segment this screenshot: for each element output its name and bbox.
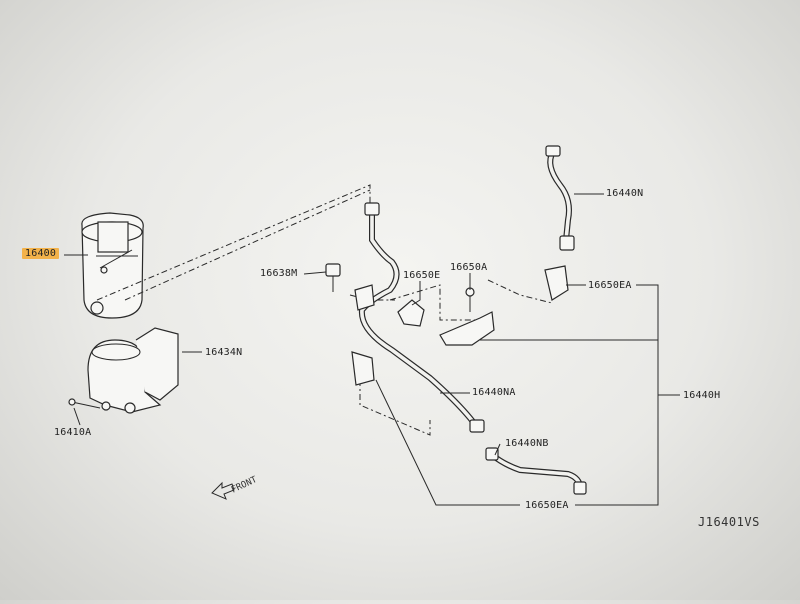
label-16650EA-top: 16650EA: [588, 280, 632, 291]
label-16440N: 16440N: [606, 188, 644, 199]
label-16650A: 16650A: [450, 262, 488, 273]
label-16440H: 16440H: [683, 390, 721, 401]
bracket-16650A: [439, 287, 495, 346]
label-16440NA: 16440NA: [472, 387, 516, 398]
sensor-16638M: [325, 263, 341, 292]
label-16440NB: 16440NB: [505, 438, 549, 449]
fuel-filter-assembly: [81, 212, 144, 319]
label-16400: 16400: [22, 248, 60, 259]
label-16638M: 16638M: [260, 268, 298, 279]
diagram-id: J16401VS: [698, 515, 760, 529]
clamp-16650E: [397, 299, 425, 327]
front-arrow-icon: [211, 481, 235, 500]
label-16650EA-bottom: 16650EA: [525, 500, 569, 511]
hose-16440NB: [485, 447, 587, 495]
hose-16440N: [544, 145, 575, 301]
hose-16440NA: [351, 202, 485, 433]
label-16410A: 16410A: [54, 427, 92, 438]
filter-bracket: [87, 327, 179, 414]
label-16434N: 16434N: [205, 347, 243, 358]
screw: [68, 398, 101, 409]
label-16650E: 16650E: [403, 270, 441, 281]
